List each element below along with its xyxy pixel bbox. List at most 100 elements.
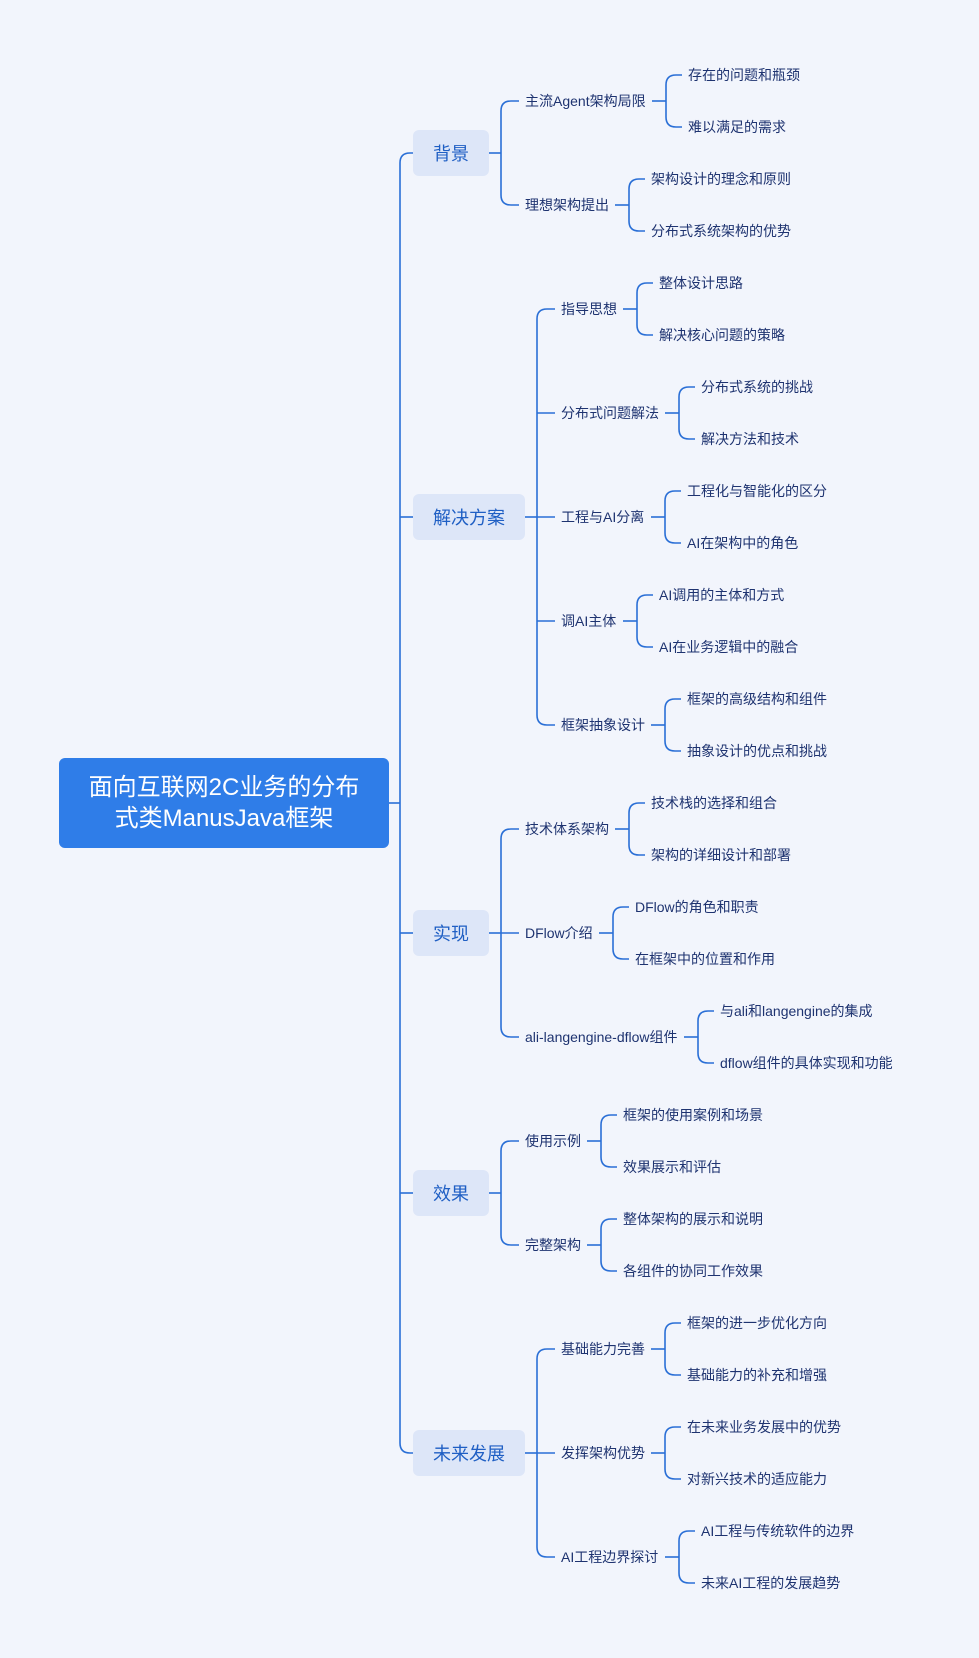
subtopic-branch (600, 1260, 617, 1272)
topic-node[interactable]: DFlow介绍 (525, 925, 593, 941)
subtopic-node[interactable]: 架构设计的理念和原则 (651, 171, 791, 187)
subtopic-node[interactable]: 框架的进一步优化方向 (687, 1315, 827, 1331)
topic-node[interactable]: 基础能力完善 (561, 1341, 645, 1357)
subtopic-node[interactable]: 整体架构的展示和说明 (623, 1211, 763, 1227)
topic-branch (536, 1348, 555, 1360)
subtopic-node[interactable]: 分布式系统的挑战 (701, 379, 813, 395)
subtopic-branch (636, 282, 653, 294)
subtopic-branch (636, 324, 653, 336)
subtopic-node[interactable]: 难以满足的需求 (688, 119, 786, 135)
subtopic-node[interactable]: dflow组件的具体实现和功能 (720, 1055, 893, 1071)
subtopic-node[interactable]: 对新兴技术的适应能力 (687, 1471, 827, 1487)
topic-node[interactable]: ali-langengine-dflow组件 (525, 1029, 678, 1045)
subtopic-branch (600, 1218, 617, 1230)
topic-node[interactable]: 主流Agent架构局限 (525, 93, 646, 109)
topic-branch (500, 1026, 519, 1038)
subtopic-node[interactable]: 框架的使用案例和场景 (623, 1107, 763, 1123)
subtopic-branch (678, 428, 695, 440)
subtopic-branch (612, 906, 629, 918)
root-title: 面向互联网2C业务的分布式类ManusJava框架 (88, 774, 360, 832)
topic-node[interactable]: 技术体系架构 (525, 821, 609, 837)
topic-node[interactable]: 工程与AI分离 (561, 509, 645, 525)
branch-node[interactable]: 背景 (413, 130, 489, 176)
subtopic-branch (628, 178, 645, 190)
subtopic-node[interactable]: 技术栈的选择和组合 (651, 795, 777, 811)
subtopic-branch (664, 1364, 681, 1376)
subtopic-branch (664, 532, 681, 544)
topic-branch (500, 828, 519, 840)
branch-label: 效果 (433, 1184, 469, 1204)
topic-branch (500, 100, 519, 112)
subtopic-branch (665, 74, 682, 86)
subtopic-node[interactable]: 整体设计思路 (659, 275, 743, 291)
subtopic-branch (600, 1156, 617, 1168)
root-branch (399, 1442, 413, 1454)
subtopic-branch (600, 1114, 617, 1126)
subtopic-node[interactable]: 解决方法和技术 (701, 431, 799, 447)
subtopic-node[interactable]: 解决核心问题的策略 (659, 327, 785, 343)
subtopic-branch (664, 1426, 681, 1438)
subtopic-node[interactable]: 效果展示和评估 (623, 1159, 721, 1175)
topic-node[interactable]: 框架抽象设计 (561, 717, 645, 733)
subtopic-branch (697, 1010, 714, 1022)
subtopic-node[interactable]: 架构的详细设计和部署 (651, 847, 791, 863)
subtopic-node[interactable]: 与ali和langengine的集成 (720, 1003, 873, 1019)
subtopic-node[interactable]: DFlow的角色和职责 (635, 899, 759, 915)
subtopic-node[interactable]: 框架的高级结构和组件 (687, 691, 827, 707)
subtopic-branch (664, 740, 681, 752)
subtopic-node[interactable]: 各组件的协同工作效果 (623, 1263, 763, 1279)
subtopic-branch (628, 802, 645, 814)
subtopic-branch (628, 220, 645, 232)
topic-branch (536, 308, 555, 320)
subtopic-node[interactable]: 存在的问题和瓶颈 (688, 67, 800, 83)
root-node[interactable]: 面向互联网2C业务的分布式类ManusJava框架 (59, 758, 389, 848)
topic-node[interactable]: 调AI主体 (561, 613, 617, 629)
branch-node[interactable]: 实现 (413, 910, 489, 956)
topic-node[interactable]: 发挥架构优势 (561, 1445, 645, 1461)
subtopic-branch (636, 594, 653, 606)
subtopic-branch (664, 1322, 681, 1334)
branch-label: 未来发展 (433, 1444, 505, 1464)
topic-node[interactable]: 理想架构提出 (525, 197, 609, 213)
subtopic-node[interactable]: 未来AI工程的发展趋势 (701, 1575, 841, 1591)
topic-branch (536, 714, 555, 726)
topic-node[interactable]: 指导思想 (561, 301, 617, 317)
subtopic-node[interactable]: AI调用的主体和方式 (659, 587, 785, 603)
subtopic-branch (664, 1468, 681, 1480)
subtopic-branch (678, 1572, 695, 1584)
topic-branch (500, 1140, 519, 1152)
topic-branch (500, 194, 519, 206)
subtopic-branch (612, 948, 629, 960)
subtopic-branch (664, 490, 681, 502)
topic-branch (536, 1546, 555, 1558)
branch-label: 背景 (433, 144, 469, 164)
subtopic-branch (697, 1052, 714, 1064)
branch-node[interactable]: 效果 (413, 1170, 489, 1216)
branch-node[interactable]: 未来发展 (413, 1430, 525, 1476)
subtopic-node[interactable]: AI工程与传统软件的边界 (701, 1523, 855, 1539)
subtopic-branch (678, 1530, 695, 1542)
branch-label: 实现 (433, 924, 469, 944)
subtopic-branch (678, 386, 695, 398)
topic-node[interactable]: 使用示例 (525, 1133, 581, 1149)
subtopic-node[interactable]: 工程化与智能化的区分 (687, 483, 827, 499)
subtopic-node[interactable]: 抽象设计的优点和挑战 (687, 743, 827, 759)
topic-node[interactable]: 完整架构 (525, 1237, 581, 1253)
subtopic-node[interactable]: 在框架中的位置和作用 (635, 951, 775, 967)
topic-node[interactable]: 分布式问题解法 (561, 405, 659, 421)
subtopic-node[interactable]: 基础能力的补充和增强 (687, 1367, 827, 1383)
subtopic-node[interactable]: AI在架构中的角色 (687, 535, 799, 551)
subtopic-branch (664, 698, 681, 710)
subtopic-node[interactable]: AI在业务逻辑中的融合 (659, 639, 799, 655)
branch-node[interactable]: 解决方案 (413, 494, 525, 540)
topic-node[interactable]: AI工程边界探讨 (561, 1549, 659, 1565)
root-branch (399, 152, 413, 164)
topic-branch (500, 1234, 519, 1246)
subtopic-branch (628, 844, 645, 856)
subtopic-node[interactable]: 在未来业务发展中的优势 (687, 1419, 841, 1435)
subtopic-branch (636, 636, 653, 648)
branch-label: 解决方案 (433, 508, 505, 528)
subtopic-node[interactable]: 分布式系统架构的优势 (651, 223, 791, 239)
